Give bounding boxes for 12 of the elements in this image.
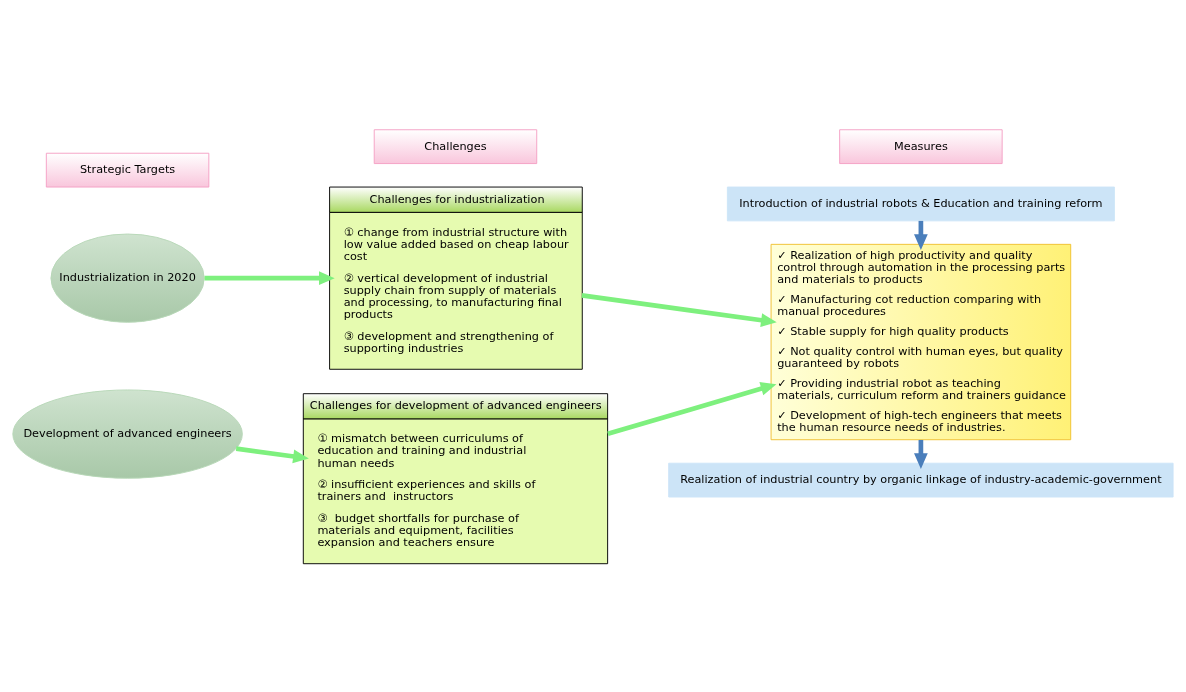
node-box: Introduction of industrial robots & Education and training reform bbox=[726, 186, 1115, 221]
node-ellipse: Development of advanced engineers bbox=[12, 388, 243, 479]
arrow bbox=[235, 445, 309, 463]
node-box: Realization of industrial country by organic linkage of industry-academic-government bbox=[668, 462, 1174, 497]
node-box: Measures bbox=[839, 128, 1003, 164]
node-box: Strategic Targets bbox=[45, 152, 210, 187]
arrow bbox=[204, 270, 335, 285]
arrow bbox=[607, 381, 777, 436]
node-ellipse: Industrialization in 2020 bbox=[50, 233, 205, 323]
node-box: ✓ Realization of high productivity and quality control through automation in the processing parts and materials to products ✓ Manufacturing cot reduction comparing with manual procedures ✓ Stable supply for high quality products ✓ Not quality control with human eyes, but quality guaranteed by robots ✓ Providing industrial robot as teaching materials, curriculum reform and trainers guidance ✓ Development of high-tech engineers that meets the human resource needs of industries. bbox=[770, 243, 1072, 440]
arrow bbox=[581, 292, 777, 327]
node-box: Challenges bbox=[373, 128, 538, 164]
